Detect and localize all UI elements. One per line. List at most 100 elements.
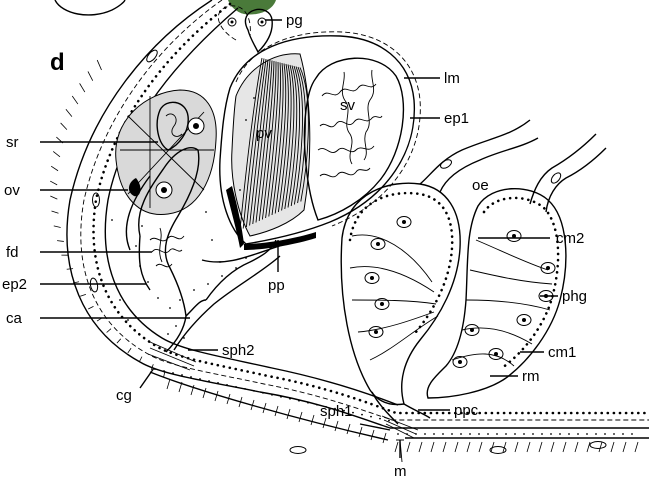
cilium bbox=[262, 402, 267, 414]
stipple-dot bbox=[245, 119, 247, 121]
stipple-dot bbox=[361, 413, 363, 416]
cilium bbox=[238, 396, 243, 408]
stipple-dot bbox=[550, 433, 552, 435]
label-lm: lm bbox=[444, 70, 460, 87]
cilium bbox=[52, 151, 61, 158]
cilium bbox=[562, 441, 567, 453]
stipple-dot bbox=[505, 433, 507, 435]
prostate-gland bbox=[217, 5, 273, 54]
stipple-dot bbox=[207, 283, 209, 285]
cilium bbox=[80, 293, 86, 297]
cell-nucleus bbox=[506, 230, 522, 242]
pharynx-fiber bbox=[461, 327, 533, 345]
cilium bbox=[274, 405, 279, 417]
stipple-dot bbox=[496, 433, 498, 435]
muscle-fiber bbox=[284, 64, 295, 210]
pharynx-fiber bbox=[465, 299, 551, 311]
stipple-dot bbox=[532, 433, 534, 435]
cilium bbox=[322, 417, 327, 429]
sperm-squiggle bbox=[317, 145, 375, 153]
stipple-dot bbox=[119, 299, 121, 301]
cilium bbox=[346, 423, 351, 435]
stipple-dot bbox=[167, 333, 169, 335]
cilium bbox=[502, 441, 507, 453]
muscle-fiber bbox=[252, 59, 271, 225]
cilium bbox=[550, 441, 555, 453]
cilium bbox=[87, 71, 94, 81]
common-atrium bbox=[147, 239, 281, 371]
label-ppc: ppc bbox=[454, 402, 479, 419]
cilium bbox=[358, 426, 363, 438]
muscle-fiber bbox=[249, 59, 269, 226]
cilium bbox=[226, 393, 231, 405]
cell-nucleus bbox=[364, 272, 380, 284]
nucleolus bbox=[376, 242, 380, 246]
duct-fold bbox=[151, 248, 183, 254]
cilium bbox=[526, 441, 531, 453]
stipple-dot bbox=[172, 372, 174, 374]
stipple-dot bbox=[622, 433, 624, 435]
cilium bbox=[72, 281, 80, 284]
panel-letter: d bbox=[50, 49, 65, 76]
stipple-dot bbox=[442, 433, 444, 435]
stipple-dot bbox=[169, 307, 171, 309]
muscle-fiber bbox=[290, 65, 301, 207]
stipple-dot bbox=[352, 411, 354, 414]
labels: d pg lm ep1 sv pv sr ov fd ep2 ca sph2 c… bbox=[2, 12, 587, 480]
cilium bbox=[454, 441, 459, 453]
sperm-squiggle bbox=[321, 83, 377, 97]
cilium bbox=[65, 108, 73, 117]
label-fd: fd bbox=[6, 244, 19, 261]
stipple-dot bbox=[111, 219, 113, 221]
stipple-dot bbox=[199, 378, 201, 380]
nucleolus bbox=[402, 220, 406, 224]
stipple-dot bbox=[193, 289, 195, 291]
cilium bbox=[166, 378, 171, 390]
stipple-dot bbox=[127, 319, 129, 321]
nucleolus bbox=[494, 352, 498, 356]
nucleolus bbox=[370, 276, 374, 280]
cilium bbox=[178, 381, 183, 393]
stipple-dot bbox=[147, 281, 149, 283]
stipple-dot bbox=[586, 433, 588, 435]
cilium bbox=[430, 441, 435, 453]
label-cm1: cm1 bbox=[548, 344, 576, 361]
stipple-dot bbox=[307, 401, 309, 404]
stipple-dot bbox=[139, 265, 141, 267]
cilium bbox=[190, 384, 195, 396]
cilium bbox=[298, 411, 303, 423]
duct-stipple bbox=[111, 97, 633, 435]
stipple-dot bbox=[379, 417, 381, 420]
stipple-dot bbox=[478, 433, 480, 435]
cilium bbox=[50, 195, 58, 200]
stipple-dot bbox=[226, 384, 228, 386]
muscle-fiber bbox=[258, 60, 275, 222]
stipple-dot bbox=[595, 433, 597, 435]
pharynx-cells bbox=[349, 216, 556, 368]
stipple-dot bbox=[433, 433, 435, 435]
cilium bbox=[586, 441, 591, 453]
muscle-fiber bbox=[274, 63, 287, 214]
label-phg: phg bbox=[562, 288, 587, 305]
stipple-dot bbox=[211, 239, 213, 241]
pharynx-fiber bbox=[451, 353, 515, 367]
label-sph1: sph1 bbox=[320, 403, 353, 420]
stipple-dot bbox=[397, 433, 399, 435]
cell-nucleus bbox=[464, 324, 480, 336]
cilium bbox=[60, 122, 68, 130]
pharynx-fiber bbox=[475, 239, 549, 271]
stipple-dot bbox=[289, 397, 291, 400]
stipple-dot bbox=[221, 275, 223, 277]
stipple-dot bbox=[568, 433, 570, 435]
stipple-dot bbox=[181, 374, 183, 376]
stipple-dot bbox=[613, 433, 615, 435]
stipple-dot bbox=[370, 415, 372, 418]
stipple-dot bbox=[460, 433, 462, 435]
label-m: m bbox=[394, 463, 407, 480]
stipple-dot bbox=[631, 433, 633, 435]
cilium bbox=[418, 441, 423, 453]
cilia bbox=[50, 59, 639, 453]
label-sr: sr bbox=[6, 134, 19, 151]
muscle-fiber bbox=[245, 58, 267, 228]
